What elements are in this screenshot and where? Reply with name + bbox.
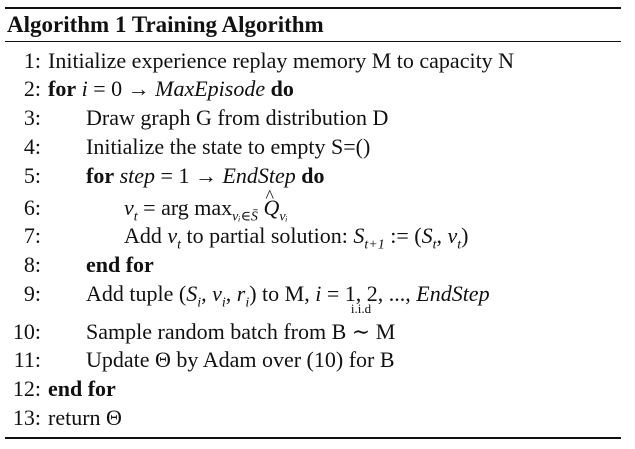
math-sub: t	[432, 237, 437, 253]
math-comma: ,	[225, 281, 237, 306]
line-text: Initialize experience replay memory M to…	[48, 48, 515, 73]
q-hat: ^Q	[263, 186, 280, 220]
caption-label: Algorithm 1	[7, 12, 127, 37]
keyword-do: do	[270, 76, 294, 101]
tilde-symbol: ∼	[351, 319, 371, 344]
line-number: 3:	[23, 105, 41, 130]
math-s: S	[353, 223, 365, 248]
math-sub: t	[457, 237, 462, 253]
keyword-end-for: end for	[86, 252, 154, 277]
line-text: to partial solution:	[181, 223, 354, 248]
math-sub: t	[133, 209, 138, 225]
math-comma: ,	[201, 281, 213, 306]
algo-line-12: 12: end for	[5, 375, 116, 403]
line-number: 2:	[23, 76, 41, 101]
bottom-rule	[5, 437, 621, 439]
math-i: i	[315, 281, 322, 306]
line-text: Sample random batch from B	[86, 319, 352, 344]
top-rule	[5, 7, 621, 9]
line-number: 7:	[23, 223, 41, 248]
line-text: Add	[124, 223, 168, 248]
math-r: r	[236, 281, 246, 306]
algo-line-8: 8: end for	[5, 251, 154, 279]
math-v: v	[447, 223, 458, 248]
algorithm-caption: Algorithm 1 Training Algorithm	[5, 9, 621, 41]
algo-line-9: 9:Add tuple (Si, vi, ri) to M, i = 1, 2,…	[5, 280, 490, 311]
line-text: Initialize the state to empty S=()	[86, 134, 371, 159]
iid-operator: i.i.d ∼	[351, 302, 371, 346]
algo-line-7: 7:Add vt to partial solution: St+1 := (S…	[5, 222, 469, 253]
math-comma: ,	[436, 223, 448, 248]
algorithm-block: Algorithm 1 Training Algorithm	[5, 7, 621, 42]
loop-range: = 1 →	[155, 163, 223, 188]
algo-line-13: 13: return Θ	[5, 404, 122, 432]
caption-rule	[5, 41, 621, 42]
math-sub: i	[245, 295, 250, 311]
line-text: Draw graph G from distribution D	[86, 105, 389, 130]
math-sub: t+1	[364, 237, 385, 253]
line-number: 10:	[12, 319, 41, 344]
math-range: = 1, 2, ...,	[321, 281, 417, 306]
math-sub: i	[197, 295, 202, 311]
math-v: v	[212, 281, 222, 306]
caption-title: Training Algorithm	[131, 12, 324, 37]
line-number: 1:	[23, 48, 41, 73]
math-sub: vᵢ∈S̄	[232, 209, 258, 225]
loop-range: = 0 →	[87, 76, 156, 101]
math-q: Q	[263, 195, 280, 220]
line-number: 13:	[12, 405, 41, 430]
keyword-end-for: end for	[48, 376, 116, 401]
math-sub: i	[221, 295, 226, 311]
loop-bound: MaxEpisode	[155, 76, 266, 101]
math-sub: t	[177, 237, 182, 253]
loop-variable: step	[119, 163, 156, 188]
algo-line-5: 5: for step = 1 → EndStep do	[5, 162, 325, 190]
algo-line-6: 6: vt = arg maxvᵢ∈S̄ ^Qvᵢ	[5, 186, 288, 225]
math-s: S	[421, 223, 433, 248]
line-text: ) to M,	[249, 281, 316, 306]
line-number: 8:	[23, 252, 41, 277]
math-paren: )	[461, 223, 469, 248]
line-number: 4:	[23, 134, 41, 159]
line-text: return Θ	[48, 405, 122, 430]
math-s: S	[186, 281, 198, 306]
line-text: Update Θ by Adam over (10) for B	[86, 347, 395, 372]
algo-line-1: 1: Initialize experience replay memory M …	[5, 47, 514, 75]
line-number: 5:	[23, 163, 41, 188]
line-text: Add tuple (	[86, 281, 187, 306]
algo-line-10: 10: Sample random batch from B i.i.d ∼ M	[5, 302, 396, 346]
line-number: 9:	[23, 281, 41, 306]
algo-line-4: 4: Initialize the state to empty S=()	[5, 133, 370, 161]
line-text: M	[370, 319, 396, 344]
iid-label: i.i.d	[350, 301, 372, 316]
loop-variable: i	[81, 76, 88, 101]
keyword-for: for	[86, 163, 115, 188]
line-number: 6:	[23, 195, 41, 220]
algo-line-3: 3: Draw graph G from distribution D	[5, 104, 389, 132]
math-v: v	[124, 195, 134, 220]
math-endstep: EndStep	[416, 281, 490, 306]
algo-line-2: 2: for i = 0 → MaxEpisode do	[5, 75, 294, 103]
line-number: 11:	[13, 347, 41, 372]
math-sub: vᵢ	[279, 209, 288, 225]
algo-line-11: 11: Update Θ by Adam over (10) for B	[5, 346, 395, 374]
math-argmax: = arg max	[137, 195, 233, 220]
keyword-for: for	[48, 76, 77, 101]
math-v: v	[167, 223, 178, 248]
keyword-do: do	[301, 163, 325, 188]
loop-bound: EndStep	[222, 163, 296, 188]
math-assign: := (	[384, 223, 422, 248]
line-number: 12:	[12, 376, 41, 401]
